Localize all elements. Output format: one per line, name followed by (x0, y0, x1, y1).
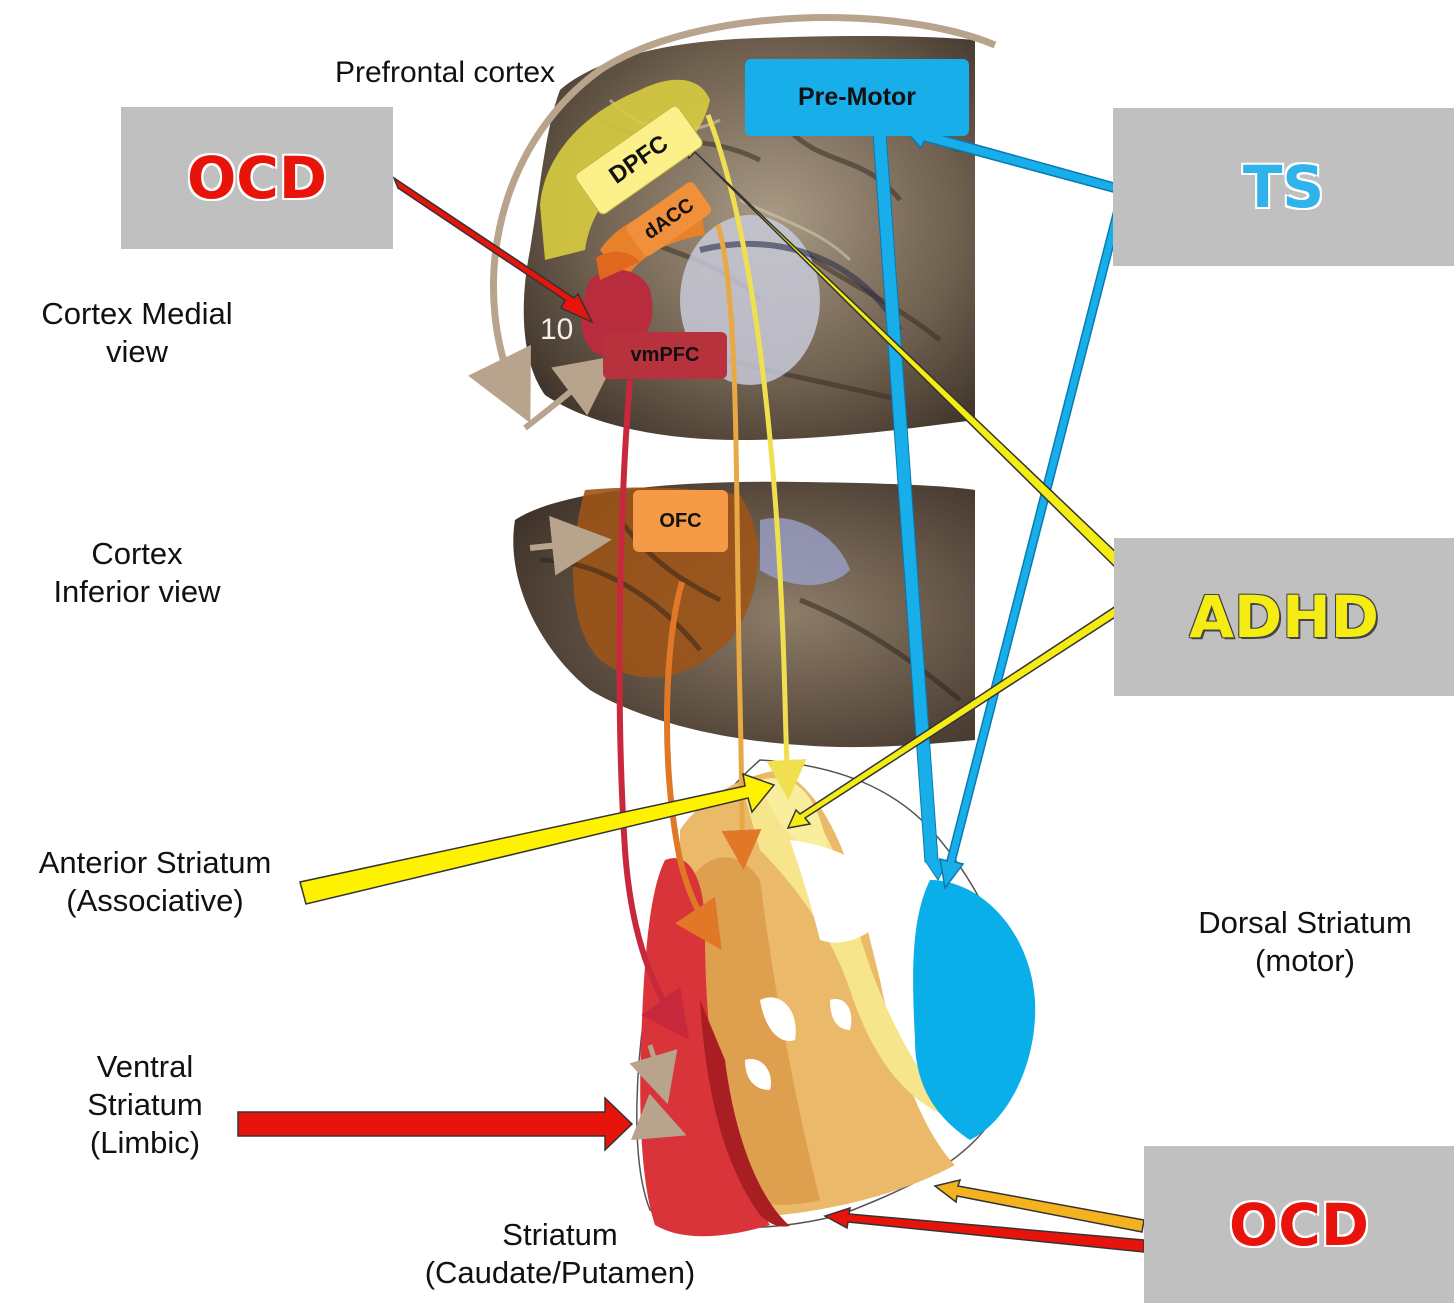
dorsal-striatum-line-2: (motor) (1160, 942, 1450, 980)
anterior-striatum-line-2: (Associative) (0, 882, 310, 920)
ventral-striatum-line-2: Striatum (60, 1086, 230, 1124)
adhd-label: ADHD (1189, 583, 1379, 651)
ocd-top-box: OCD (121, 107, 393, 249)
dorsal-striatum-line-1: Dorsal Striatum (1160, 904, 1450, 942)
prefrontal-cortex-label: Prefrontal cortex (300, 55, 590, 92)
ofc-tag: OFC (633, 490, 728, 552)
area-10-label: 10 (540, 312, 573, 349)
cortex-inferior-line-1: Cortex (0, 535, 274, 573)
anterior-striatum-label: Anterior Striatum (Associative) (0, 844, 310, 920)
cortex-medial-label: Cortex Medial view (0, 295, 274, 371)
ocd-bottom-box: OCD (1144, 1146, 1454, 1303)
vmpfc-tag: vmPFC (603, 332, 727, 379)
ocd-bottom-label: OCD (1229, 1191, 1369, 1259)
ventral-striatum-arrow (238, 1098, 632, 1150)
cortex-inferior-line-2: Inferior view (0, 573, 274, 611)
cortex-medial-line-2: view (0, 333, 274, 371)
cortex-medial-line-1: Cortex Medial (0, 295, 274, 333)
ventral-striatum-label: Ventral Striatum (Limbic) (60, 1048, 230, 1161)
dorsal-striatum-label: Dorsal Striatum (motor) (1160, 904, 1450, 980)
striatum-illustration (637, 760, 1035, 1236)
ts-label: TS (1243, 153, 1324, 221)
cortex-inferior-label: Cortex Inferior view (0, 535, 274, 611)
ventral-striatum-line-3: (Limbic) (60, 1124, 230, 1162)
pre-motor-tag: Pre-Motor (745, 59, 969, 136)
ventral-striatum-line-1: Ventral (60, 1048, 230, 1086)
ts-box: TS (1113, 108, 1454, 266)
adhd-box: ADHD (1114, 538, 1454, 696)
anterior-striatum-line-1: Anterior Striatum (0, 844, 310, 882)
striatum-line-2: (Caudate/Putamen) (390, 1254, 730, 1292)
ocd-top-label: OCD (187, 144, 327, 212)
striatum-label: Striatum (Caudate/Putamen) (390, 1216, 730, 1292)
striatum-line-1: Striatum (390, 1216, 730, 1254)
